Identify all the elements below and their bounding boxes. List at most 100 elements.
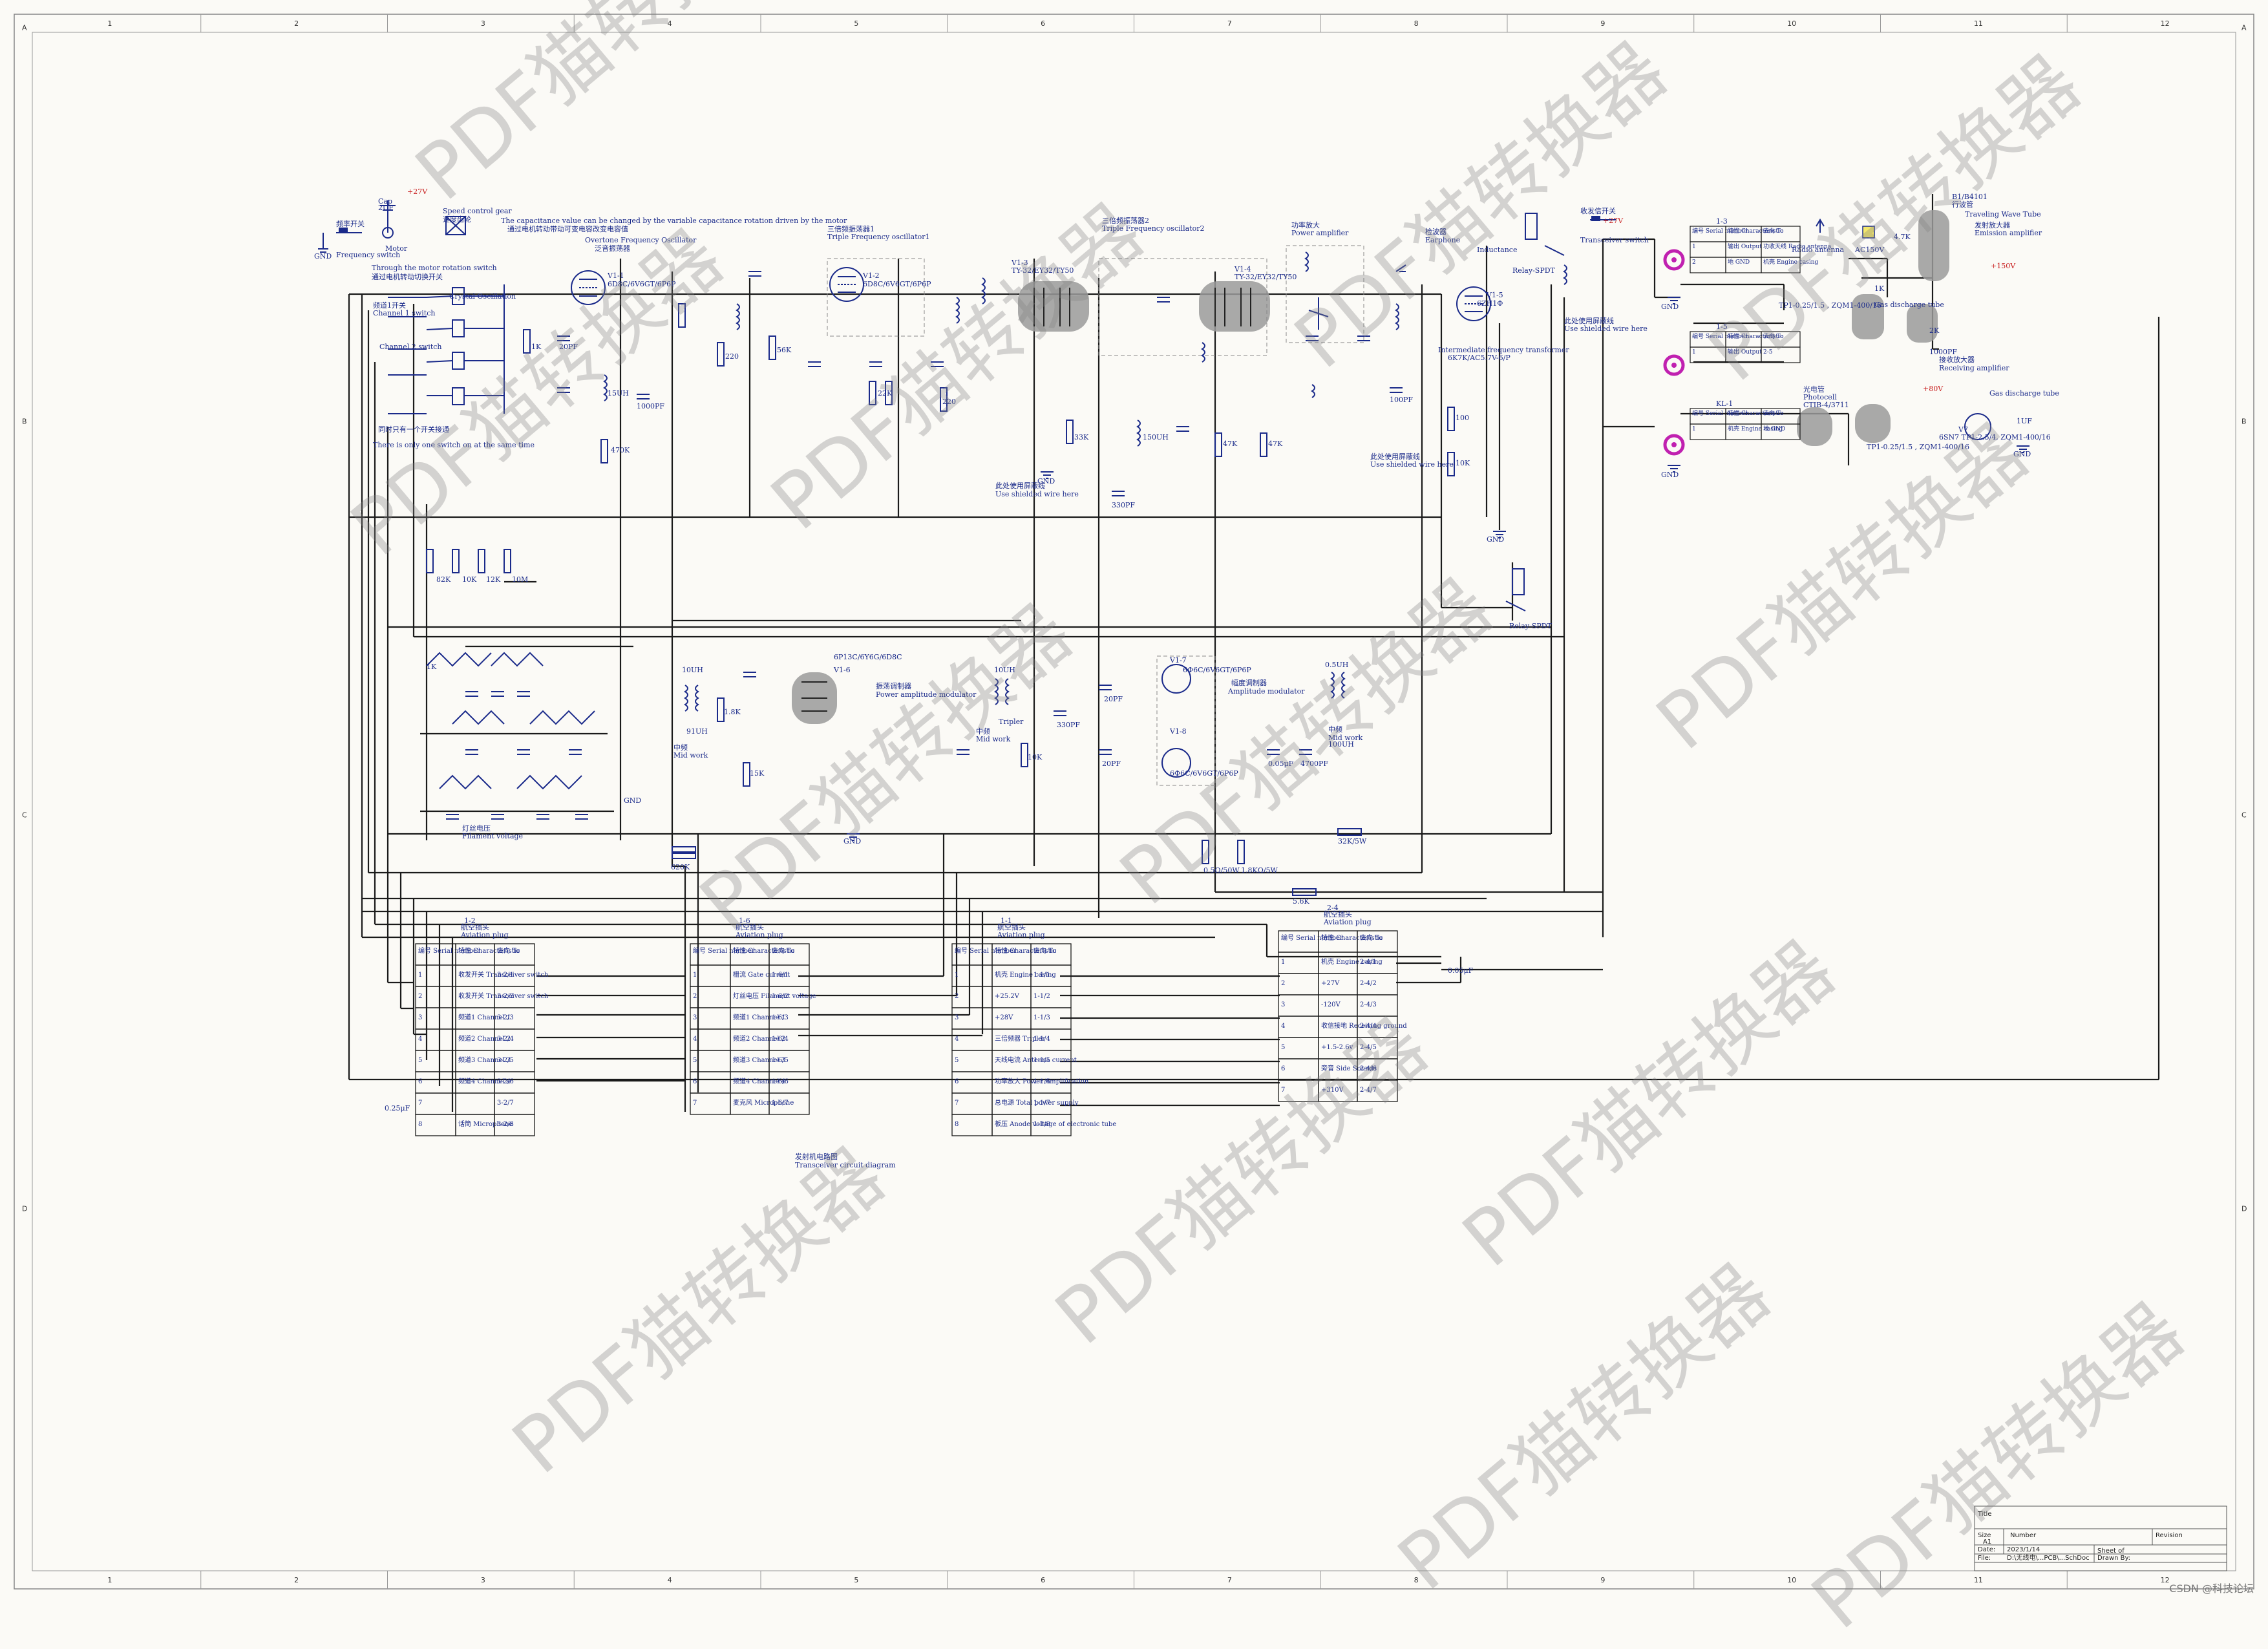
label-cap-1000pf-1: 1000PF bbox=[637, 402, 664, 410]
label-motor: Motor bbox=[385, 244, 408, 253]
small-cell: 特性 Characteristic bbox=[1728, 409, 1783, 417]
plug-cell: 3 bbox=[418, 1014, 422, 1021]
frequency-switch[interactable] bbox=[339, 228, 348, 233]
plug-cell: 2 bbox=[955, 993, 959, 1000]
plug-cell: 1-1/7 bbox=[1033, 1100, 1050, 1107]
label-channel2-switch: Channel 2 switch bbox=[379, 343, 442, 351]
label-cap-1uf: 1UF bbox=[2017, 417, 2032, 425]
plug-cell: 3-2/3 bbox=[497, 1014, 514, 1021]
zone-row-right-C: C bbox=[2242, 811, 2247, 820]
label-only-one-cn: 同时只有一个开关接通 bbox=[378, 425, 449, 434]
plug-cell: 机壳 Engine casing bbox=[995, 970, 1056, 979]
label-twt-en: Traveling Wave Tube bbox=[1965, 210, 2041, 218]
tube-v1-3 bbox=[1018, 281, 1089, 332]
label-speed-gear: Speed control gear bbox=[443, 207, 512, 215]
tube-stack-right bbox=[1797, 210, 1991, 446]
plug-cell: 2-4/4 bbox=[1360, 1023, 1377, 1030]
label-gas-discharge: Gas discharge tube bbox=[1874, 301, 1944, 309]
label-gnd-conn3: GND bbox=[1661, 471, 1679, 479]
plug-cell: 1-1/1 bbox=[1033, 972, 1050, 979]
file-value: D:\无线电\...PCB\...SchDoc bbox=[2007, 1553, 2090, 1562]
small-cell: 去向 To bbox=[1763, 227, 1784, 235]
label-res-82k: 82K bbox=[436, 575, 451, 584]
label-ind-10uh-2: 10UH bbox=[994, 666, 1015, 674]
plug-cell: 8 bbox=[418, 1121, 422, 1128]
plug-cell: 3-2/6 bbox=[497, 1078, 514, 1085]
small-cell: 特性 Characteristic bbox=[1728, 332, 1783, 340]
plug-cell: 5 bbox=[693, 1057, 697, 1064]
label-tube-v1-4: V1-4 bbox=[1234, 265, 1251, 273]
label-freq-switch: 频率开关 bbox=[336, 219, 365, 228]
plug-cell: 6 bbox=[693, 1078, 697, 1085]
title-block: Title Size A1 Number Revision Date: 2023… bbox=[1974, 1505, 2227, 1571]
label-radio-antenna: Radio antenna bbox=[1792, 246, 1845, 254]
label-tube-v1-3: V1-3 bbox=[1011, 259, 1028, 267]
schematic-labels: 频率开关 Frequency switch Motor GND +27V Spe… bbox=[314, 187, 2059, 1169]
plug-header-cell: 特性 Characteristic bbox=[1321, 933, 1383, 942]
plug-cell: 7 bbox=[418, 1100, 422, 1107]
date-value: 2023/1/14 bbox=[2007, 1546, 2040, 1553]
label-intermediate-transformer: Intermediate frequency transformer bbox=[1438, 346, 1569, 354]
plug-cell: 2-4/5 bbox=[1360, 1044, 1377, 1051]
zone-col-bottom-9: 9 bbox=[1600, 1576, 1605, 1584]
label-v1-9-type: 6P13C/6Y6G/6D8C bbox=[834, 653, 902, 661]
plug-cell: 2-4/3 bbox=[1360, 1001, 1377, 1008]
label-cap-20pf-2: 20PF bbox=[1104, 695, 1123, 703]
plug-cell: 1-1/5 bbox=[1033, 1057, 1050, 1064]
small-cell: 1 bbox=[1692, 244, 1696, 250]
plug-cell: 1-1/6 bbox=[1033, 1078, 1050, 1085]
gas-discharge-tube-1 bbox=[1852, 294, 1884, 339]
revision-label: Revision bbox=[2156, 1532, 2183, 1539]
plug-cell: 2-4/7 bbox=[1360, 1087, 1377, 1094]
plug-cell: 3 bbox=[1281, 1001, 1285, 1008]
plug-cell: 1-6/3 bbox=[772, 1014, 789, 1021]
plug-title-cn: 航空插头 bbox=[997, 922, 1026, 931]
small-cell: 输出 Output bbox=[1728, 242, 1762, 250]
plug-cell: 功率放大 Power Amplification bbox=[995, 1077, 1089, 1085]
label-power-amp-cn: 功率放大 bbox=[1291, 220, 1320, 229]
small-cell: 地 GND bbox=[1763, 425, 1785, 432]
zone-col-bottom-12: 12 bbox=[2161, 1576, 2170, 1584]
label-mid-work-3: Mid work bbox=[673, 751, 708, 760]
wiring bbox=[348, 194, 2160, 1112]
label-res-10k-2: 10K bbox=[462, 575, 477, 584]
inner-border bbox=[32, 32, 2236, 1571]
zone-col-top-2: 2 bbox=[294, 19, 299, 28]
plug-cell: 话筒 Microphone bbox=[458, 1120, 513, 1128]
relay-spdt-1 bbox=[1525, 213, 1538, 240]
plug-cell: 3-2/4 bbox=[497, 1036, 514, 1043]
small-cell: 2 bbox=[1692, 259, 1696, 266]
plug-cell: +25.2V bbox=[995, 993, 1020, 1000]
plug-cell: 1-1/4 bbox=[1033, 1036, 1050, 1043]
label-transceiver-switch-cn: 收发信开关 bbox=[1580, 206, 1616, 215]
zone-row-left-D: D bbox=[22, 1205, 27, 1213]
label-gnd-mid: GND bbox=[624, 796, 641, 805]
small-cell: 去向 To bbox=[1763, 409, 1784, 417]
crystal-3 bbox=[452, 352, 465, 370]
transceiver-switch[interactable] bbox=[1591, 216, 1600, 221]
ground-symbols bbox=[847, 297, 2030, 841]
plug-id: 1-6 bbox=[739, 917, 750, 925]
small-cell: 输出 Output bbox=[1728, 348, 1762, 356]
zone-col-top-3: 3 bbox=[481, 19, 485, 28]
label-osc-power-cn: 振荡调制器 bbox=[876, 681, 911, 690]
plug-header-cell: 特性 Characteristic bbox=[733, 946, 795, 955]
label-overtone-osc: Overtone Frequency Oscillator bbox=[585, 236, 697, 244]
plug-id: 1-1 bbox=[1001, 917, 1012, 925]
label-v1-8: V1-8 bbox=[1169, 727, 1187, 736]
crystal-oscillator-section bbox=[318, 200, 650, 463]
title-label: Title bbox=[1977, 1511, 1991, 1518]
small-cell: 机壳 Engine casing bbox=[1728, 425, 1783, 432]
file-label: File: bbox=[1978, 1555, 1991, 1562]
label-ind-15uh: 15UH bbox=[608, 389, 629, 398]
label-res-12k: 12K bbox=[486, 575, 501, 584]
label-gnd-mid3: GND bbox=[1037, 477, 1055, 485]
small-cell: 编号 Serial number bbox=[1692, 227, 1748, 235]
label-cap-1000pf-right: 1000PF bbox=[1929, 348, 1957, 356]
plug-cell: 频道1 Channel 1 bbox=[458, 1013, 511, 1021]
label-triple-osc1-en: Triple Frequency oscillator1 bbox=[827, 233, 930, 241]
